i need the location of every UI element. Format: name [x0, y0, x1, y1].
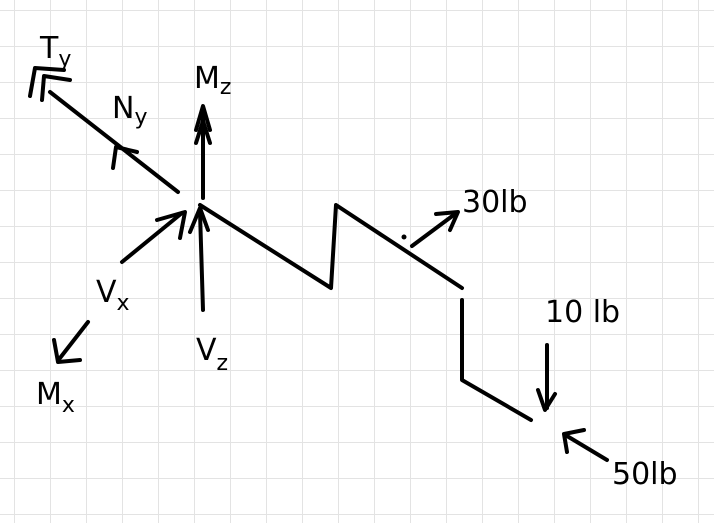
ty-arrow: [28, 66, 180, 194]
pipe-member: [198, 203, 464, 290]
force-50lb-arrow: [562, 428, 609, 462]
force-10lb-arrow: [536, 343, 557, 412]
vz-label: Vz: [196, 333, 228, 376]
ny-label: Ny: [112, 91, 147, 130]
force-10lb-label: 10 lb: [545, 295, 620, 330]
vx-label: Vx: [96, 275, 130, 316]
mz-label: Mz: [194, 61, 231, 100]
pipe-member-lower: [460, 298, 533, 422]
force-30lb-label: 30lb: [462, 185, 528, 220]
ty-label: Ty: [39, 31, 71, 72]
mx-arrow: [52, 320, 90, 364]
mx-label: Mx: [36, 377, 75, 418]
force-50lb-label: 50lb: [612, 457, 678, 492]
vz-arrow: [188, 206, 210, 312]
ny-arrowhead: [111, 145, 139, 170]
mz-arrow: [194, 104, 212, 200]
vx-arrow: [120, 210, 187, 264]
force-30lb-arrow: [401, 210, 460, 248]
